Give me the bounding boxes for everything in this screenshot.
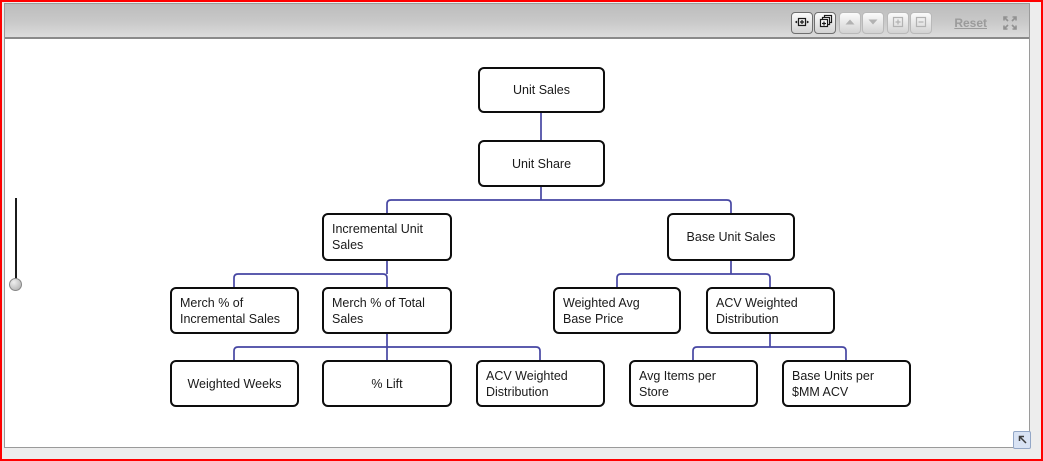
diagram-node-unit-share[interactable]: Unit Share <box>478 140 605 187</box>
expand-all-levels-icon <box>817 14 833 33</box>
zoom-slider-track <box>15 198 17 285</box>
scroll-to-origin-button[interactable] <box>1013 431 1031 449</box>
diagram-node-pct-lift[interactable]: % Lift <box>322 360 452 407</box>
diagram-node-merch-pct-of-incremental-sales[interactable]: Merch % of Incremental Sales <box>170 287 299 334</box>
zoom-in-button[interactable] <box>887 12 910 34</box>
expand-node-horizontal-icon <box>794 14 810 33</box>
diagram-node-avg-items-per-store[interactable]: Avg Items per Store <box>629 360 758 407</box>
arrow-up-left-icon <box>1016 433 1028 448</box>
diagram-node-base-unit-sales[interactable]: Base Unit Sales <box>667 213 795 261</box>
diagram-node-weighted-weeks[interactable]: Weighted Weeks <box>170 360 299 407</box>
down-arrow-icon <box>865 14 881 33</box>
diagram-node-acv-weighted-distribution-merch[interactable]: ACV Weighted Distribution <box>476 360 605 407</box>
expand-all-button[interactable] <box>814 12 837 34</box>
diagram-node-acv-weighted-distribution-base[interactable]: ACV Weighted Distribution <box>706 287 835 334</box>
expand-down-button[interactable] <box>862 12 885 34</box>
collapse-up-button[interactable] <box>839 12 862 34</box>
minus-square-icon <box>913 14 929 33</box>
expand-arrows-icon[interactable] <box>1000 13 1020 33</box>
toolbar: Reset <box>5 4 1029 39</box>
diagram-node-incremental-unit-sales[interactable]: Incremental Unit Sales <box>322 213 452 261</box>
reset-link[interactable]: Reset <box>954 16 987 30</box>
diagram-node-base-units-per-mm-acv[interactable]: Base Units per $MM ACV <box>782 360 911 407</box>
plus-square-icon <box>890 14 906 33</box>
diagram-node-weighted-avg-base-price[interactable]: Weighted Avg Base Price <box>553 287 681 334</box>
toolbar-controls: Reset <box>791 12 1020 34</box>
up-arrow-icon <box>842 14 858 33</box>
zoom-slider-handle[interactable] <box>9 278 22 291</box>
fit-node-button[interactable] <box>791 12 814 34</box>
diagram-node-merch-pct-of-total-sales[interactable]: Merch % of Total Sales <box>322 287 452 334</box>
diagram-node-unit-sales[interactable]: Unit Sales <box>478 67 605 113</box>
zoom-out-button[interactable] <box>910 12 933 34</box>
